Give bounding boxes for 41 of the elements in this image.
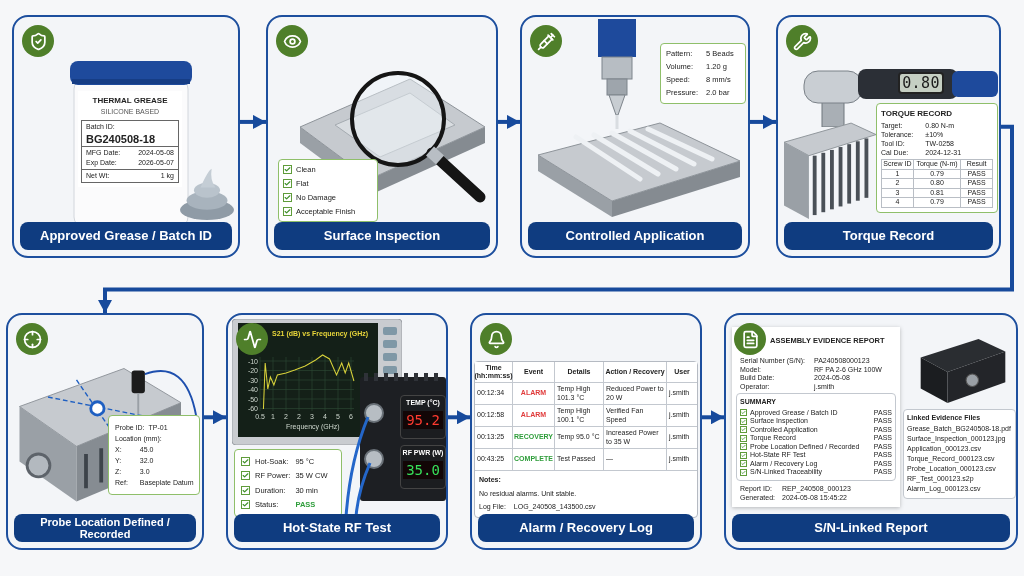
title-bar: Probe Location Defined / Recorded <box>14 514 196 542</box>
flow-arrow <box>702 410 724 425</box>
flow-arrow <box>750 114 776 129</box>
step-panel <box>12 15 240 258</box>
step-panel <box>470 313 702 550</box>
title-bar: Surface Inspection <box>274 222 490 250</box>
log-card <box>474 361 698 518</box>
step-panel <box>776 15 1001 258</box>
title-bar: Torque Record <box>784 222 993 250</box>
title-bar: S/N-Linked Report <box>732 514 1010 542</box>
product-name: THERMAL GREASE <box>92 95 168 107</box>
step-panel <box>6 313 204 550</box>
step-panel <box>520 15 750 258</box>
step-panel <box>266 15 498 258</box>
linked-files-card <box>903 409 1016 499</box>
step-panel <box>724 313 1018 550</box>
batch-number: BG240508-18 <box>86 131 157 146</box>
digital-readout: 95.2 <box>403 410 443 429</box>
flow-arrow <box>204 410 226 425</box>
parameter-card <box>660 43 746 104</box>
flow-arrow <box>98 124 1014 313</box>
title-bar: Controlled Application <box>528 222 742 250</box>
summary-box <box>736 393 896 481</box>
title-bar: Alarm / Recovery Log <box>478 514 694 542</box>
flow-arrow <box>240 114 266 129</box>
digital-readout: 35.0 <box>403 460 443 479</box>
checklist-card <box>278 159 378 222</box>
step-panel <box>226 313 448 550</box>
probe-location-card <box>108 415 200 495</box>
flow-arrow <box>448 410 470 425</box>
flow-arrow <box>498 114 520 129</box>
display-reading: 0.80 <box>902 75 940 91</box>
product-label <box>78 91 182 187</box>
meter-display <box>400 395 446 439</box>
report-sheet <box>732 327 900 507</box>
test-status-card <box>234 449 342 517</box>
meter-display <box>400 445 446 489</box>
title-bar: Hot-State RF Test <box>234 514 440 542</box>
torque-record-card <box>876 103 998 213</box>
title-bar: Approved Grease / Batch ID <box>20 222 232 250</box>
card-title: TORQUE RECORD <box>881 108 953 120</box>
